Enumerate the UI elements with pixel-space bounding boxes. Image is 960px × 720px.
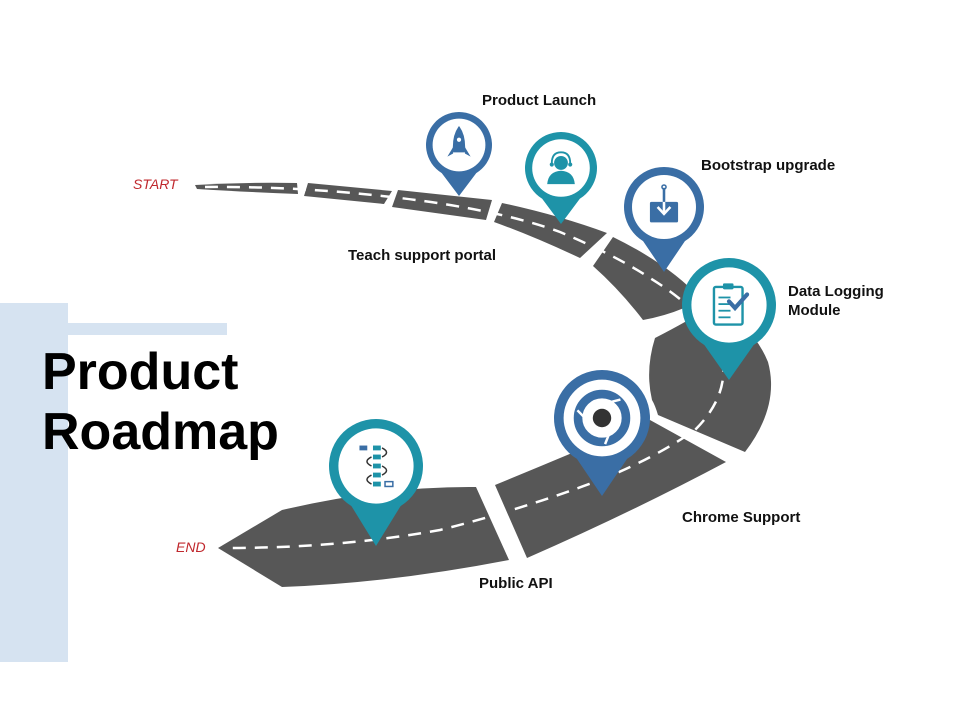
road-segment (495, 420, 726, 558)
milestone-label-chrome-support: Chrome Support (682, 509, 801, 526)
milestone-label-teach-support-portal: Teach support portal (348, 247, 497, 264)
milestone-pin (525, 131, 598, 224)
milestone-pin (624, 166, 704, 272)
milestone-label-bootstrap-upgrade: Bootstrap upgrade (701, 157, 836, 174)
milestone-pins (328, 112, 777, 546)
title-line-1: Product (42, 343, 239, 401)
road-segment (494, 203, 607, 258)
download-icon (649, 184, 679, 223)
flowchart-icon (359, 445, 394, 488)
start-label: START (133, 176, 178, 192)
milestone-label-data-logging-module: Data Logging Module (788, 283, 884, 319)
decorative-side-panel (0, 303, 68, 662)
road-segment (218, 486, 509, 587)
milestone-pin (554, 370, 650, 496)
chrome-icon (573, 389, 631, 447)
milestone-label-public-api: Public API (479, 575, 553, 592)
road-segment (195, 182, 298, 194)
title-line-2: Roadmap (42, 403, 279, 461)
road-segment (392, 190, 492, 220)
milestone-label-product-launch: Product Launch (482, 92, 597, 109)
road (195, 182, 772, 587)
road-center-line (204, 185, 725, 550)
milestone-pin (426, 112, 493, 196)
milestone-pin (328, 418, 423, 546)
road-segment (593, 237, 700, 320)
end-label: END (176, 539, 206, 555)
support-agent-icon (547, 151, 575, 185)
decorative-top-bar (68, 323, 227, 335)
page-title: Product Roadmap (42, 342, 279, 462)
clipboard-check-icon (712, 283, 750, 326)
milestone-pin (682, 257, 777, 380)
